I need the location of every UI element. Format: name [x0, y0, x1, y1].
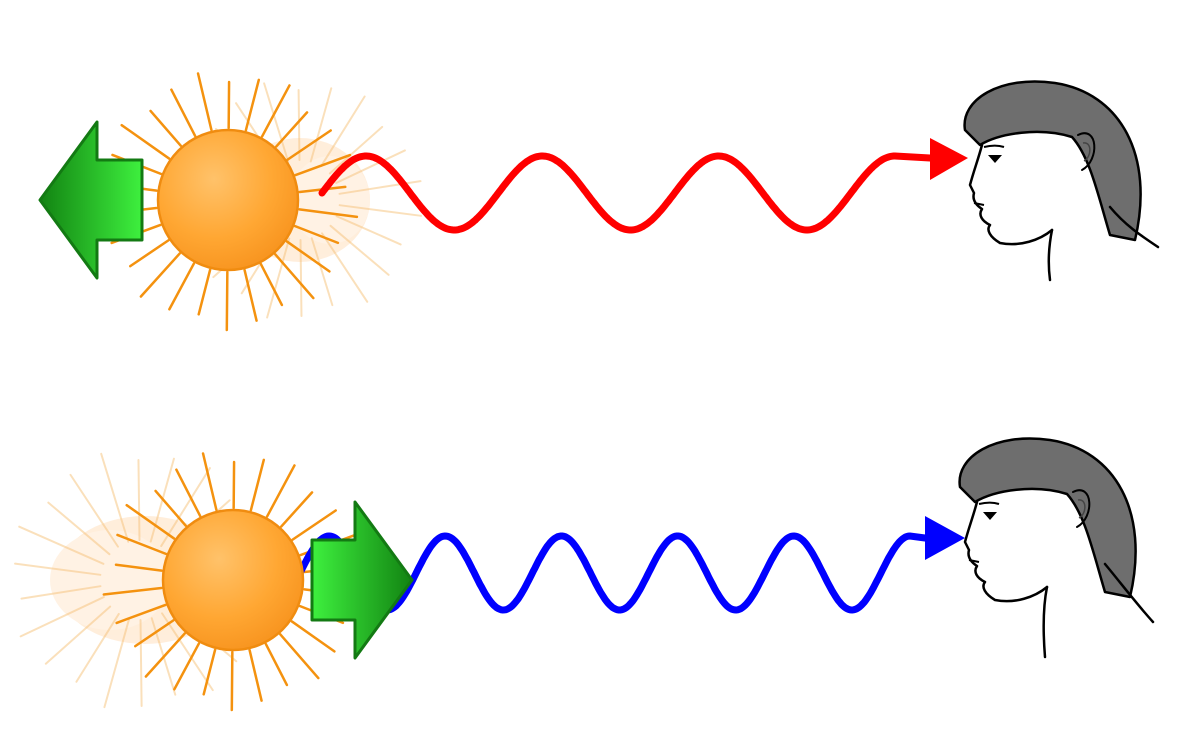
row-receding — [38, 72, 1160, 332]
eye — [988, 155, 1002, 163]
star-ray — [297, 89, 301, 162]
motion-arrow-left-icon — [38, 120, 144, 280]
star-ray — [129, 239, 170, 268]
ear-inner — [1082, 142, 1091, 162]
ear-inner — [1077, 499, 1086, 519]
star-ray — [290, 620, 336, 653]
star-ray — [20, 585, 102, 600]
star-ray — [230, 650, 234, 712]
star-ray — [202, 648, 217, 696]
star-ray — [249, 458, 266, 512]
star-ray — [134, 619, 175, 648]
star-ray — [309, 87, 333, 163]
hair — [958, 437, 1137, 599]
star-ray — [170, 88, 197, 138]
star-ray — [265, 464, 296, 518]
star-ray — [154, 489, 188, 527]
star-ray — [291, 509, 337, 541]
star-ray — [161, 612, 214, 692]
star-rays — [102, 452, 364, 712]
star-ray — [100, 452, 130, 543]
star-ray — [103, 617, 131, 709]
star-ray — [201, 452, 218, 512]
wave-arrowhead-red — [930, 138, 968, 180]
star-ray — [278, 633, 320, 680]
star-ray — [115, 603, 167, 625]
eyebrow — [978, 501, 1000, 505]
motion-arrow-right-icon — [310, 500, 414, 660]
star-ray — [137, 459, 141, 542]
neck-front — [1042, 585, 1049, 659]
star-ray — [47, 501, 111, 556]
star-ray — [116, 533, 168, 556]
face-profile — [963, 500, 1049, 603]
star-ray — [225, 270, 229, 332]
star-ray — [293, 224, 340, 245]
star-ray — [298, 208, 359, 219]
neck-front — [1047, 228, 1054, 282]
observer-head-icon — [963, 80, 1160, 282]
mouth — [968, 559, 980, 563]
star-ray — [243, 268, 258, 322]
star-ray — [321, 232, 369, 303]
hair — [963, 80, 1142, 242]
star-ray — [310, 237, 334, 307]
star-ray — [320, 95, 366, 168]
star-ray — [259, 262, 284, 307]
light-wave-red — [318, 152, 934, 234]
star-ray — [196, 72, 213, 132]
star-ray — [338, 204, 422, 217]
star-ray — [285, 240, 331, 273]
star-ray — [160, 467, 211, 548]
star-ray — [328, 125, 384, 175]
face-profile — [968, 143, 1054, 246]
row-approaching — [14, 437, 1155, 712]
eye — [983, 512, 997, 520]
star-ray — [260, 84, 291, 138]
star-ray — [149, 109, 183, 147]
star-ray — [114, 563, 163, 572]
ear — [1072, 489, 1091, 528]
neck-back — [1108, 205, 1160, 249]
star-ray — [175, 468, 202, 518]
star-ray — [173, 642, 201, 691]
star-ray — [125, 503, 176, 540]
mouth — [973, 202, 985, 206]
star-ray — [294, 153, 352, 177]
star-ray — [244, 78, 261, 132]
star-ray — [279, 491, 314, 528]
star-icon — [161, 508, 305, 652]
star-ray — [139, 618, 143, 707]
star-ray — [69, 473, 119, 548]
star-ray — [263, 82, 290, 163]
star-ray — [335, 149, 406, 184]
ear — [1077, 132, 1096, 171]
star-ray — [329, 224, 390, 276]
star-ray — [144, 632, 187, 678]
star-ray — [273, 253, 315, 300]
light-wave-blue — [296, 532, 929, 614]
star-ray — [75, 612, 120, 683]
observer-head-icon — [958, 437, 1155, 659]
star-ray — [44, 605, 112, 665]
star-ray — [197, 268, 212, 316]
star-ray — [139, 252, 182, 298]
star-ray — [274, 111, 309, 148]
eyebrow — [983, 144, 1005, 148]
star-ray — [286, 129, 332, 161]
star-ray — [18, 525, 105, 565]
star-ray — [266, 237, 291, 319]
wave-arrowhead-blue — [925, 516, 965, 560]
star-icon — [156, 128, 300, 272]
star-ray — [264, 642, 289, 687]
star-ray — [14, 562, 102, 576]
star-ray — [168, 262, 196, 311]
neck-back — [1103, 562, 1155, 624]
star-ray — [248, 648, 263, 702]
star-ray — [19, 596, 105, 638]
star-ray — [120, 123, 171, 160]
star-ray — [102, 586, 163, 596]
star-ray — [335, 215, 402, 246]
